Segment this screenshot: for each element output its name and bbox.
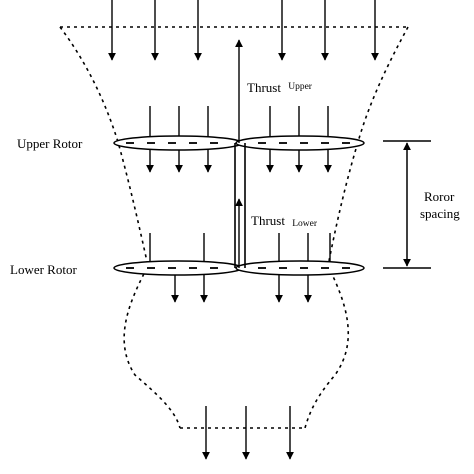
thrust-lower-label: Thrust Lower (251, 213, 318, 229)
thrust-lower-main: Thrust (251, 213, 285, 228)
thrust-lower-sub: Lower (292, 219, 318, 229)
rotor-shaft (234, 143, 246, 268)
inflow-arrows (108, 0, 379, 61)
rotor-spacing-dimension (383, 140, 431, 269)
outflow-arrows (202, 406, 294, 460)
wake-boundary (59, 26, 409, 429)
thrust-upper-main: Thrust (247, 80, 281, 95)
rotor-spacing-label-line2: spacing (420, 206, 460, 221)
upper-rotor-label: Upper Rotor (17, 136, 83, 151)
lower-rotor-label: Lower Rotor (10, 262, 77, 277)
wake-left-boundary (59, 26, 181, 429)
thrust-upper-label: Thrust Upper (247, 80, 313, 95)
thrust-upper-sub: Upper (288, 82, 313, 92)
rotor-spacing-label-line1: Roror (424, 189, 455, 204)
wake-right-boundary (304, 26, 409, 429)
